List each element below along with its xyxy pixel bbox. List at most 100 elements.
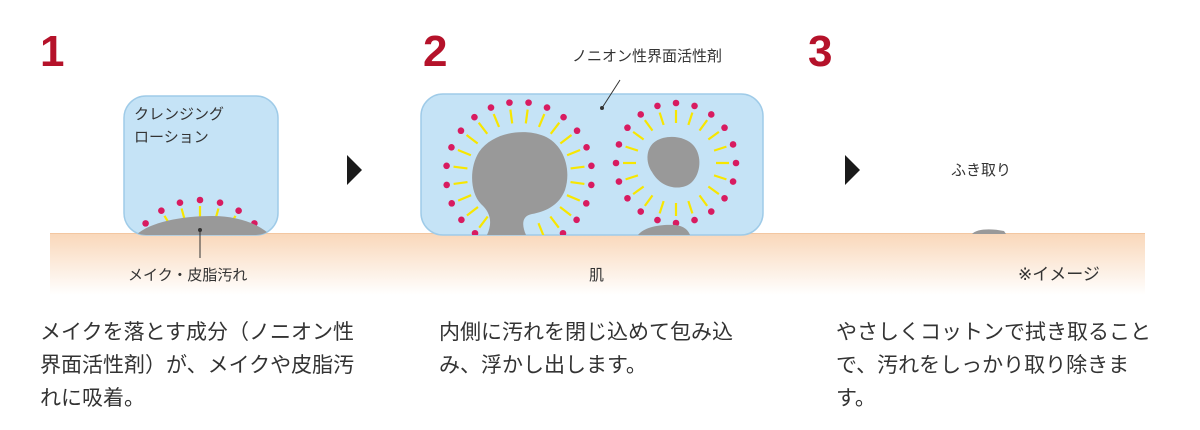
surfactant-tail: [658, 112, 665, 126]
surfactant-head: [443, 181, 450, 189]
surfactant-head: [235, 207, 242, 215]
step-description: メイクを落とす成分（ノニオン性界面活性剤）が、メイクや皮脂汚れに吸着。: [40, 320, 355, 410]
surfactant-head: [560, 113, 567, 121]
surfactant-pointer-line: [601, 79, 621, 109]
surfactant-tail: [643, 194, 654, 207]
surfactant-head: [142, 220, 149, 227]
surfactant-tail: [658, 200, 665, 214]
surfactant-head: [448, 144, 455, 151]
step-1-panel: [123, 95, 279, 258]
surfactant-pointer-dot: [600, 106, 604, 110]
surfactant-head: [573, 216, 580, 224]
surfactant-head: [573, 127, 581, 135]
surfactant-head: [729, 178, 737, 185]
micelle-large: [443, 99, 595, 235]
surfactant-head: [588, 162, 595, 170]
makeup-label: メイク・皮脂汚れ: [128, 266, 248, 284]
surfactant-tail: [687, 112, 694, 126]
surfactant-tail: [632, 185, 645, 196]
surfactant-head: [732, 159, 740, 167]
step-description: 内側に汚れを閉じ込めて包み込み、浮かし出します。: [439, 320, 733, 377]
dirt-residue: [638, 224, 690, 235]
makeup-pointer-dot: [198, 228, 202, 232]
surfactant-tail: [707, 130, 720, 141]
step-description: やさしくコットンで拭き取ることで、汚れをしっかり取り除きます。: [836, 320, 1151, 410]
makeup-dirt: [136, 216, 270, 235]
lotion-label: ローション: [134, 128, 209, 146]
surfactant-head: [506, 99, 513, 106]
surfactant-head: [612, 159, 620, 167]
surfactant-head: [729, 141, 737, 148]
surfactant-head: [443, 162, 450, 170]
surfactant-tail: [566, 148, 581, 157]
surfactant-head: [583, 144, 590, 151]
wipe-label: ふき取り: [951, 161, 1012, 179]
surfactant-head: [196, 196, 204, 204]
surfactant-tail: [625, 174, 639, 181]
surfactant-head: [721, 124, 728, 132]
surfactant-tail: [570, 180, 585, 186]
surfactant-head: [471, 113, 478, 121]
surfactant-head: [158, 207, 165, 215]
surfactant-tail: [457, 148, 472, 157]
dirt-lifting: [472, 132, 568, 235]
surfactant-head: [543, 104, 551, 111]
surfactant-head: [216, 199, 224, 207]
surfactant-head: [637, 208, 645, 215]
surfactant-head: [457, 127, 465, 135]
arrow-right-icon: [347, 155, 362, 185]
step-number: 2: [423, 27, 448, 76]
surfactant-head: [582, 200, 590, 207]
surfactant-head: [654, 216, 661, 224]
surfactant-tail: [570, 165, 585, 170]
surfactant-head: [624, 124, 631, 132]
surfactant-tail: [698, 194, 709, 207]
surfactant-head: [448, 200, 456, 207]
surfactant-tail: [713, 174, 727, 181]
image-note: ※イメージ: [1018, 265, 1100, 285]
surfactant-head: [672, 219, 680, 227]
surfactant-tail: [453, 180, 468, 186]
surfactant-tail: [687, 200, 694, 214]
surfactant-tail: [625, 145, 639, 152]
surfactant-tail: [492, 113, 501, 128]
surfactant-head: [672, 99, 680, 107]
surfactant-tail: [549, 215, 560, 229]
surfactant-head: [588, 181, 595, 189]
surfactant-head: [637, 111, 645, 118]
surfactant-head: [707, 208, 715, 215]
surfactant-tail: [537, 222, 545, 235]
surfactant-head: [691, 102, 698, 110]
surfactant-head: [525, 99, 532, 106]
arrow-right-icon: [845, 155, 860, 185]
surfactant-head: [487, 104, 495, 111]
surfactant-head: [654, 102, 661, 110]
surfactant-tail: [643, 119, 654, 132]
surfactant-head: [176, 199, 184, 207]
surfactant-tail: [466, 206, 479, 217]
surfactant-tail: [566, 194, 581, 202]
skin-band: [50, 233, 1145, 295]
surfactant-head: [624, 194, 631, 202]
surfactant-tail: [559, 206, 572, 217]
process-diagram: [50, 79, 1145, 295]
surfactant-tail: [632, 130, 645, 141]
dirt-floating: [647, 136, 700, 188]
step-number: 3: [808, 27, 833, 76]
surfactant-tail: [509, 109, 514, 124]
lotion-label: クレンジング: [134, 105, 225, 123]
surfactant-head: [721, 194, 728, 202]
surfactant-tail: [477, 122, 489, 135]
surfactant-tail: [559, 134, 573, 145]
surfactant-tail: [478, 215, 489, 229]
surfactant-head: [707, 111, 715, 118]
step-number: 1: [40, 27, 65, 76]
surfactant-tail: [549, 122, 561, 135]
surfactant-label: ノニオン性界面活性剤: [572, 47, 723, 65]
surfactant-head: [559, 229, 567, 235]
dirt-remnant: [972, 229, 1006, 234]
step-2-panel: [420, 79, 764, 236]
surfactant-head: [615, 178, 623, 185]
surfactant-tail: [465, 134, 479, 145]
surfactant-tail: [524, 109, 529, 124]
